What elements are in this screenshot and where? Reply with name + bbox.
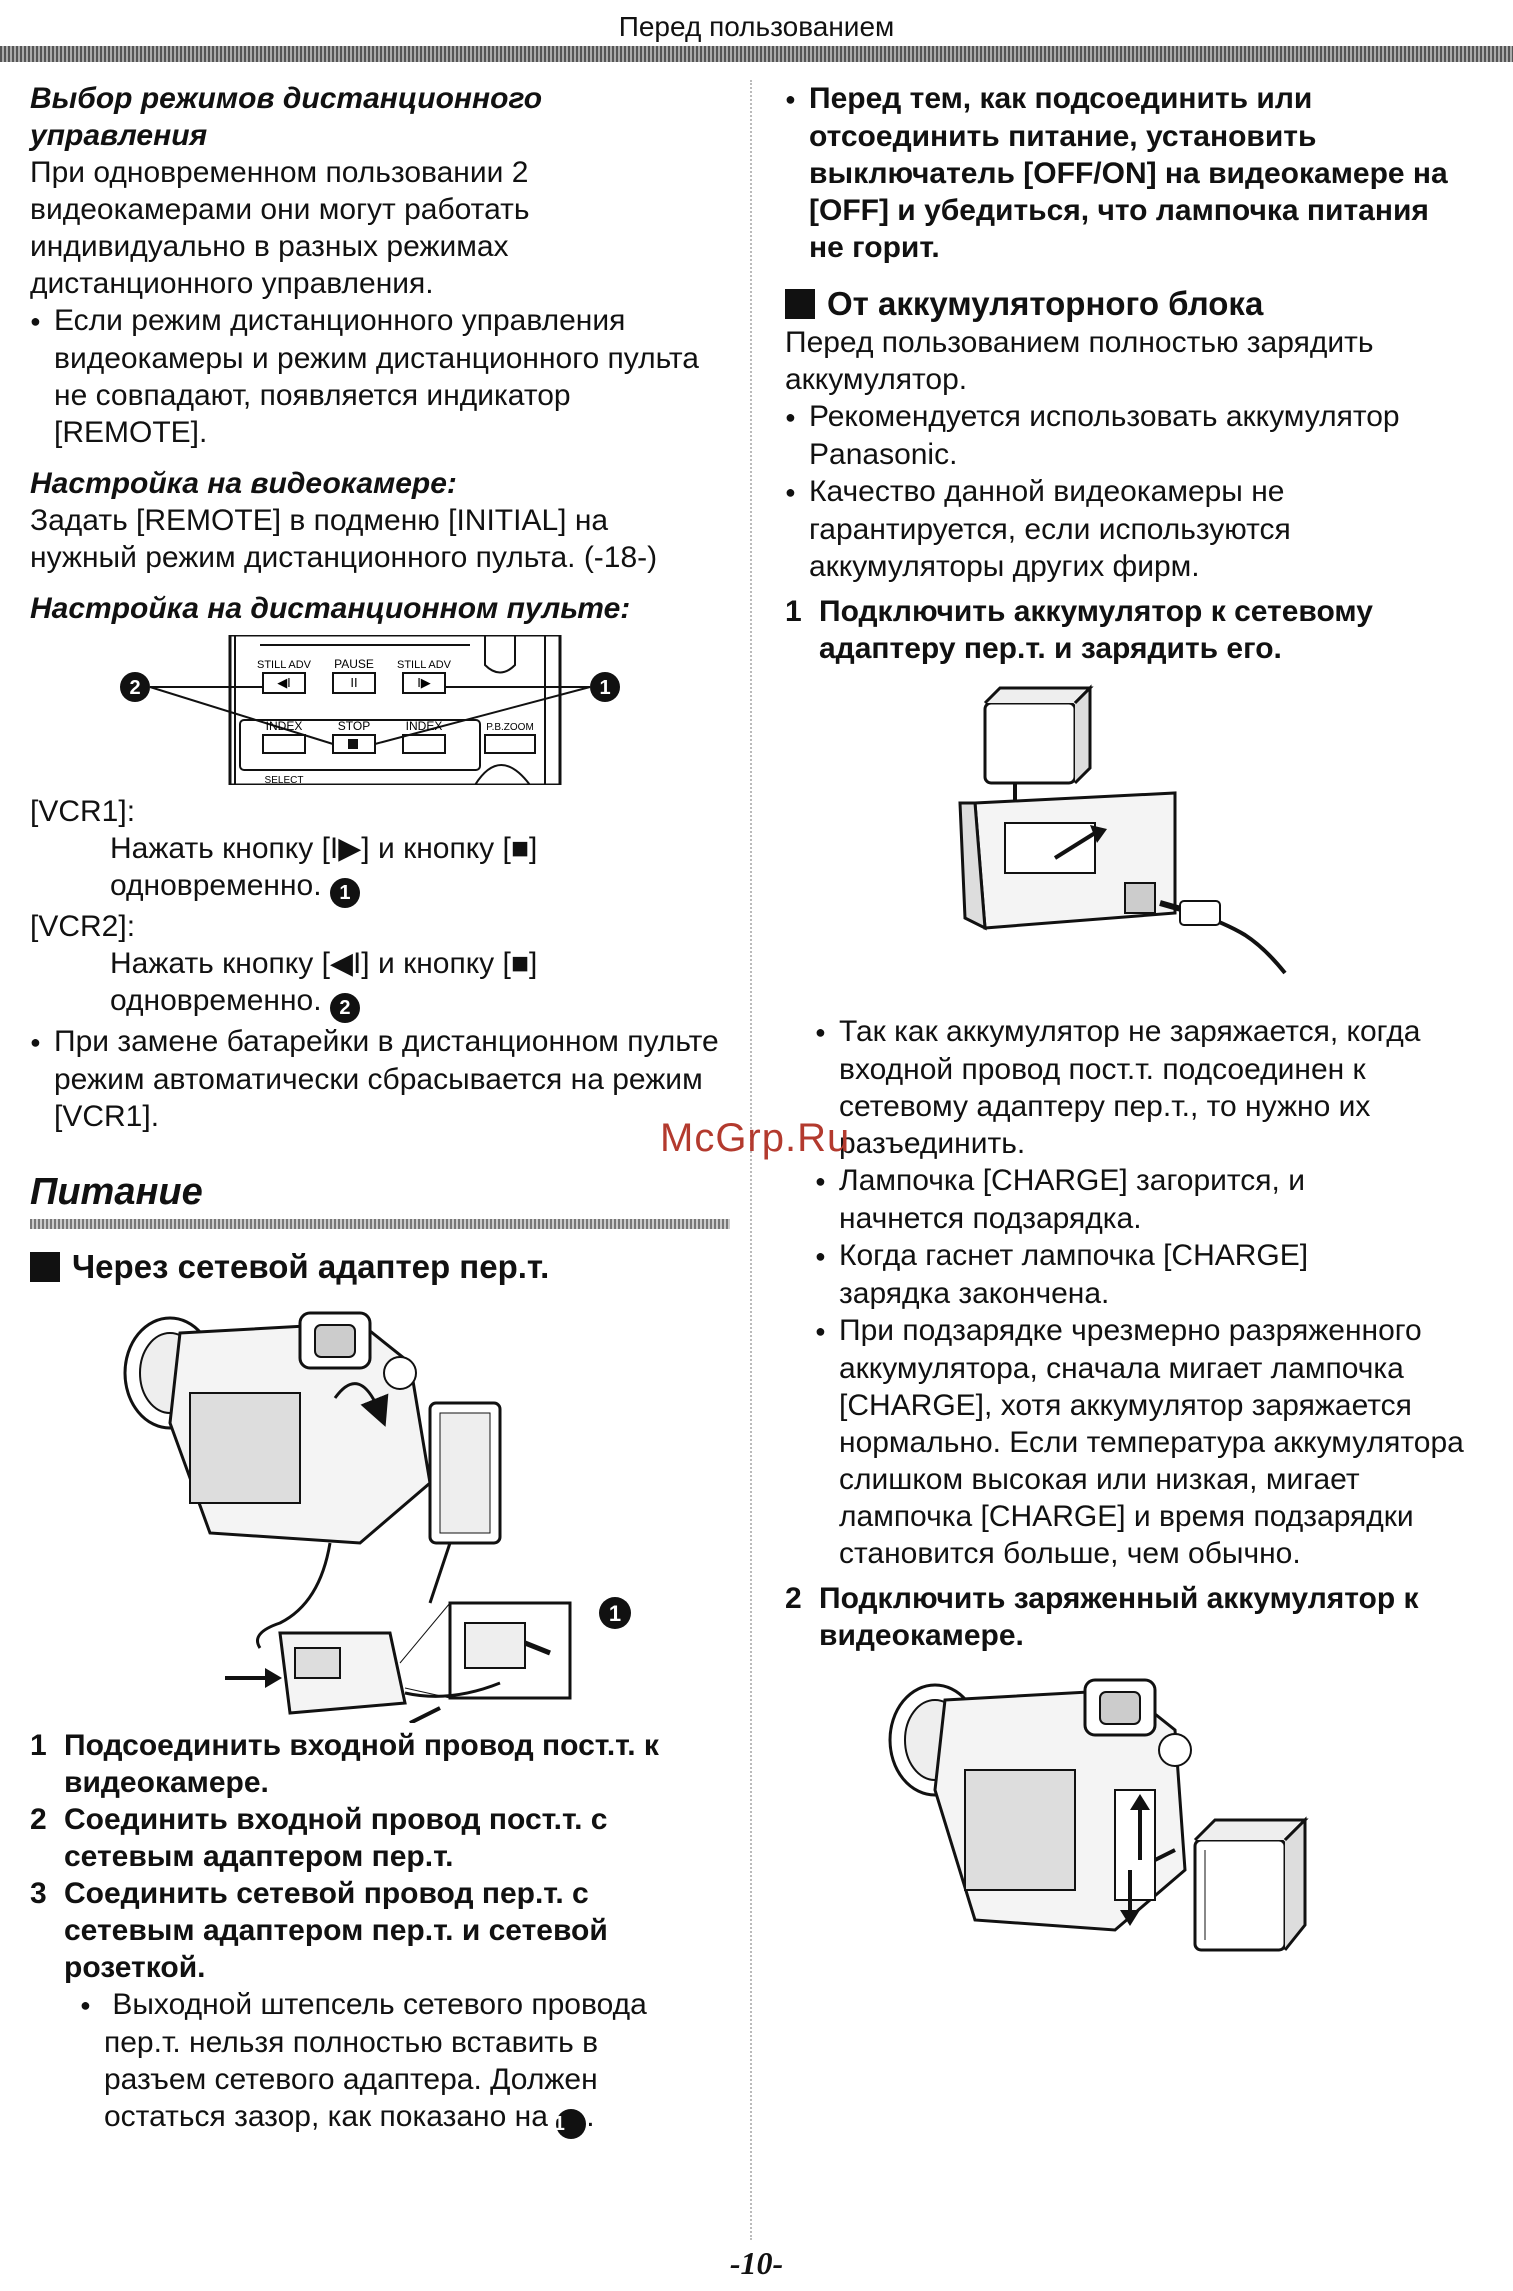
ac-adapter-figure: 1	[30, 1303, 730, 1725]
svg-text:I▶: I▶	[417, 675, 431, 690]
step3-marker: 1	[554, 2109, 587, 2139]
btn-index-right-label: INDEX	[406, 719, 443, 733]
camera-battery-figure	[785, 1670, 1485, 2010]
battery-step-2: 2 Подключить заряженный аккумулятор к ви…	[785, 1582, 1419, 1652]
power-step-3: 3 Соединить сетевой провод пер.т. с сете…	[30, 1877, 608, 1984]
power-step-2: 2 Соединить входной провод пост.т. с сет…	[30, 1803, 608, 1873]
svg-text:◀I: ◀I	[277, 675, 291, 690]
btn-index-left-label: INDEX	[266, 719, 303, 733]
remote-setting-title: Настройка на дистанционном пульте:	[30, 592, 631, 625]
charge-bullet-1: Так как аккумулятор не заряжается, когда…	[815, 1013, 1475, 1162]
btn-still-adv-right-label: STILL ADV	[397, 659, 452, 671]
header-rule	[0, 46, 1513, 62]
right-column: Перед тем, как подсоединить или отсоедин…	[785, 80, 1485, 2010]
battery-intro: Перед пользованием полностью зарядить ак…	[785, 326, 1374, 396]
charge-bullet-3: Когда гаснет лампочка [CHARGE] зарядка з…	[815, 1237, 1375, 1312]
camera-battery-illustration	[888, 1678, 1309, 1952]
camera-ac-illustration: 1	[123, 1311, 631, 1725]
remote-mode-bullet: Если режим дистанционного управления вид…	[30, 302, 700, 451]
vcr2-marker: 2	[329, 993, 360, 1023]
charge-bullet-4: При подзарядке чрезмерно разряженного ак…	[815, 1312, 1475, 1572]
remote-mode-title: Выбор режимов дистанционного управления	[30, 82, 543, 152]
remote-marker-left: 2	[129, 677, 140, 699]
square-bullet-icon	[30, 1252, 60, 1282]
charger-figure	[785, 673, 1485, 1013]
vcr1-label: [VCR1]:	[30, 795, 136, 828]
battery-bullet-1: Рекомендуется использовать аккумулятор P…	[785, 398, 1465, 473]
btn-stop-label: STOP	[338, 719, 370, 733]
ac-figure-marker: 1	[609, 1601, 621, 1626]
battery-step-1: 1 Подключить аккумулятор к сетевому адап…	[785, 595, 1373, 665]
page-header: Перед пользованием	[618, 11, 895, 42]
camera-setting-title: Настройка на видеокамере:	[30, 467, 457, 500]
camera-setting-text: Задать [REMOTE] в подменю [INITIAL] на н…	[30, 504, 658, 574]
vcr2-text: Нажать кнопку [◀I] и кнопку [■] одноврем…	[30, 945, 630, 1023]
remote-figure: ◀I II I▶ 2 1 STILL ADV PAUSE STILL ADV I…	[30, 633, 730, 787]
btn-still-adv-left-label: STILL ADV	[257, 659, 312, 671]
power-section-rule	[30, 1219, 730, 1229]
charge-bullets: Так как аккумулятор не заряжается, когда…	[815, 1013, 1485, 1572]
column-divider	[750, 80, 752, 2240]
charger-illustration	[958, 684, 1287, 975]
power-steps: 1 Подсоединить входной провод пост.т. к …	[30, 1727, 730, 2139]
svg-text:II: II	[350, 675, 357, 690]
page-number: -10-	[729, 2245, 784, 2281]
square-bullet-icon	[785, 289, 815, 319]
btn-select-label: SELECT	[265, 775, 304, 785]
charge-bullet-2: Лампочка [CHARGE] загорится, и начнется …	[815, 1162, 1375, 1237]
power-off-warning: Перед тем, как подсоединить или отсоедин…	[785, 80, 1465, 266]
vcr2-label: [VCR2]:	[30, 910, 136, 943]
power-section-title: Питание	[30, 1171, 203, 1213]
battery-bullet-2: Качество данной видеокамеры не гарантиру…	[785, 473, 1345, 585]
remote-marker-right: 1	[599, 677, 610, 699]
watermark: McGrp.Ru	[660, 1116, 851, 1160]
remote-illustration: ◀I II I▶ 2 1 STILL ADV PAUSE STILL ADV I…	[120, 633, 620, 787]
left-column: Выбор режимов дистанционного управления …	[30, 80, 730, 2139]
remote-mode-intro: При одновременном пользовании 2 видеокам…	[30, 156, 530, 300]
battery-reset-bullet: При замене батарейки в дистанционном пул…	[30, 1023, 730, 1135]
ac-adapter-heading: Через сетевой адаптер пер.т.	[30, 1247, 730, 1287]
btn-pb-zoom-label: P.B.ZOOM	[486, 722, 534, 733]
btn-pause-label: PAUSE	[334, 657, 374, 671]
vcr1-text: Нажать кнопку [I▶] и кнопку [■] одноврем…	[30, 830, 630, 908]
power-step-3-bullet: Выходной штепсель сетевого провода пер.т…	[80, 1986, 680, 2139]
power-step-1: 1 Подсоединить входной провод пост.т. к …	[30, 1729, 659, 1799]
battery-heading: От аккумуляторного блока	[785, 284, 1485, 324]
vcr1-marker: 1	[329, 878, 360, 908]
